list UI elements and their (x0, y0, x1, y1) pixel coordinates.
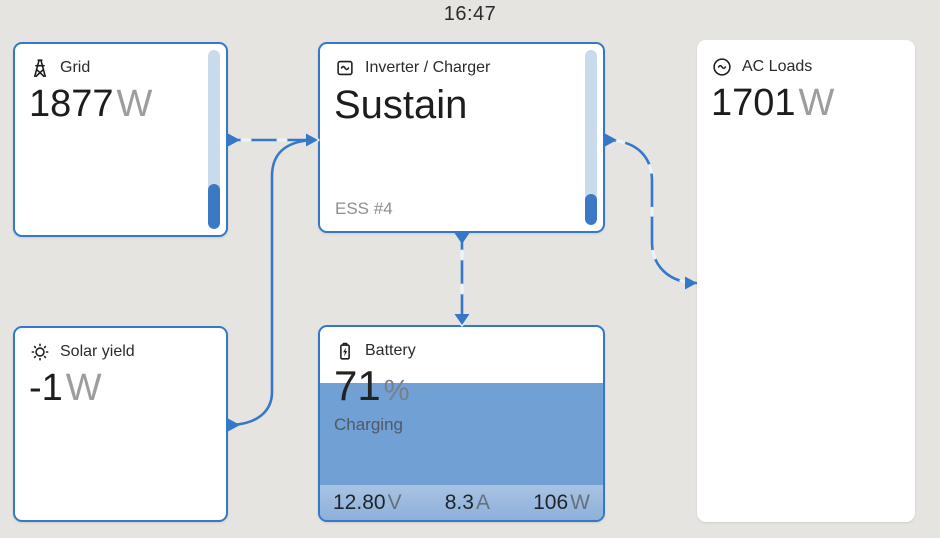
sun-icon (29, 341, 51, 363)
inverter-gauge (585, 50, 597, 225)
ac-wave-circle-icon (711, 56, 733, 78)
ac-loads-label: AC Loads (742, 58, 813, 75)
ac-loads-header: AC Loads (697, 40, 915, 80)
battery-bolt-icon (334, 340, 356, 362)
battery-soc-unit: % (383, 375, 410, 407)
tile-inverter-charger[interactable]: Inverter / Charger Sustain ESS #4 (318, 42, 605, 233)
solar-label: Solar yield (60, 343, 135, 360)
battery-header: Battery (320, 327, 603, 364)
inverter-wave-icon (334, 57, 356, 79)
solar-power-unit: W (65, 367, 102, 409)
battery-current: 8.3A (444, 490, 490, 514)
inverter-label: Inverter / Charger (365, 59, 491, 76)
inverter-subnote: ESS #4 (335, 199, 393, 218)
battery-state: Charging (334, 415, 403, 435)
battery-voltage: 12.80V (333, 490, 402, 514)
battery-label: Battery (365, 342, 416, 359)
battery-readings-strip: 12.80V 8.3A 106W (320, 485, 603, 520)
grid-power-unit: W (116, 83, 153, 125)
battery-soc: 71% (334, 362, 410, 409)
tile-battery[interactable]: Battery 71% Charging 12.80V 8.3A 106W (318, 325, 605, 522)
grid-header: Grid (15, 44, 226, 81)
solar-power: -1W (29, 367, 102, 409)
inverter-state: Sustain (334, 83, 468, 127)
transmission-tower-icon (29, 57, 51, 79)
tile-grid[interactable]: Grid 1877W (13, 42, 228, 237)
ac-loads-power: 1701W (711, 82, 835, 124)
inverter-gauge-fill (585, 193, 597, 225)
battery-power: 106W (533, 490, 590, 514)
tile-ac-loads[interactable]: AC Loads 1701W (697, 40, 915, 522)
ac-loads-power-unit: W (798, 82, 835, 124)
inverter-header: Inverter / Charger (320, 44, 603, 81)
grid-gauge (208, 50, 220, 229)
grid-gauge-fill (208, 184, 220, 229)
clock: 16:47 (443, 3, 497, 25)
grid-label: Grid (60, 59, 91, 76)
tile-solar-yield[interactable]: Solar yield -1W (13, 326, 228, 522)
solar-header: Solar yield (15, 328, 226, 365)
grid-power: 1877W (29, 83, 153, 125)
